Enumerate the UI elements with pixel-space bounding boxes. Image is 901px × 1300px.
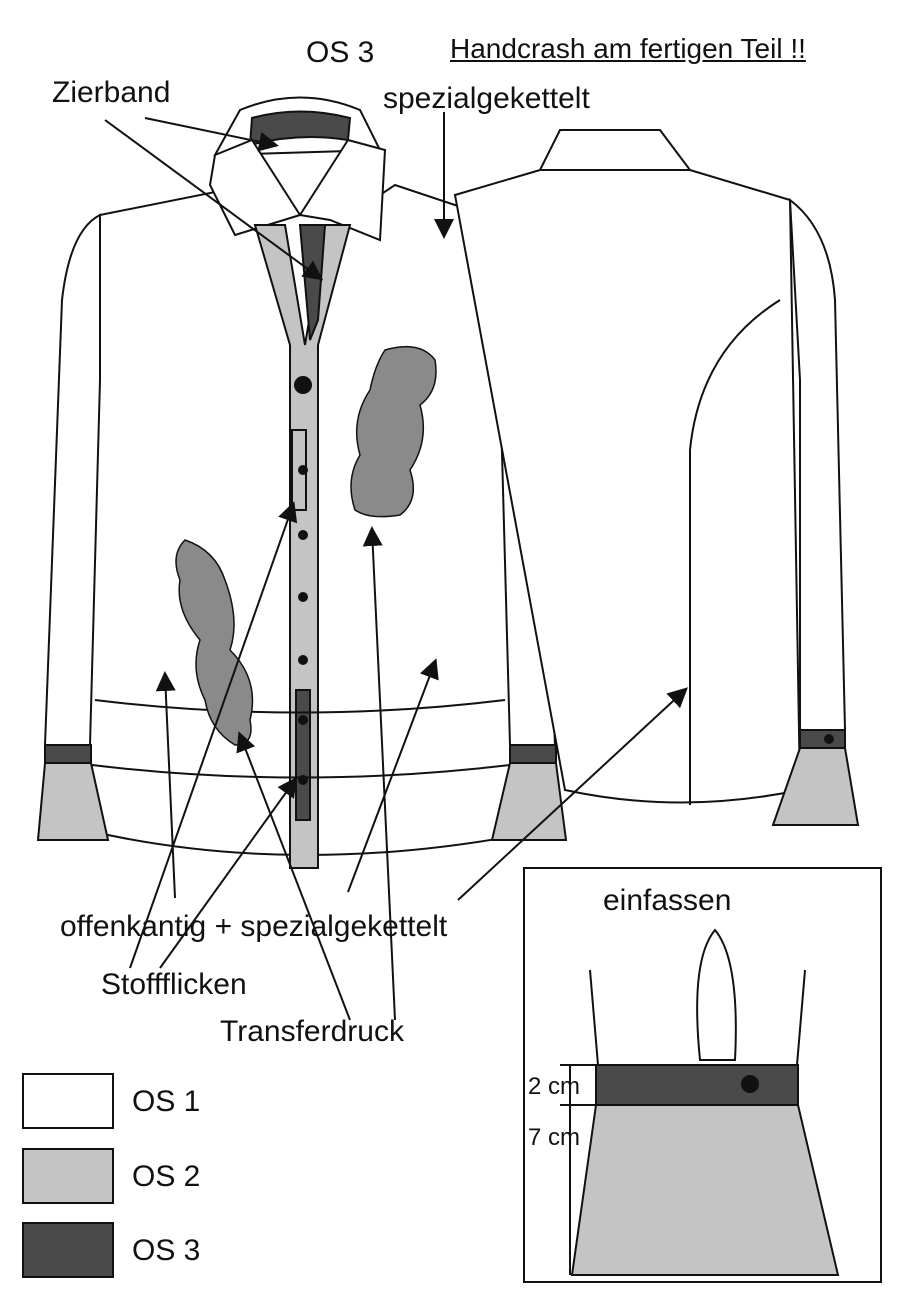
- detail-dim-cuff: 7 cm: [528, 1124, 581, 1151]
- detail-left-edge: [589, 969, 599, 1066]
- legend-swatch-os2: [22, 1148, 114, 1204]
- patch-right-chest: [350, 345, 437, 518]
- back-princess-seam: [689, 299, 781, 805]
- detail-band: [595, 1064, 799, 1106]
- arrow-stoffflicken-a: [129, 501, 298, 969]
- front-placket: [253, 224, 352, 869]
- label-stoffflicken: Stoffflicken: [101, 968, 247, 1001]
- front-button: [298, 592, 308, 602]
- detail-cuff: [570, 1104, 840, 1276]
- label-offenkantig: offenkantig + spezialgekettelt: [60, 910, 448, 943]
- front-placket-os3: [298, 224, 327, 341]
- front-top-button: [294, 376, 312, 394]
- arrow-offenkantig-c: [457, 687, 688, 901]
- arrow-offenkantig-a: [155, 671, 176, 899]
- front-button: [298, 530, 308, 540]
- front-collar-right: [298, 138, 387, 242]
- front-fabric-patches: [175, 345, 437, 746]
- detail-button: [741, 1075, 759, 1093]
- front-waist-seam: [94, 699, 506, 714]
- arrow-offenkantig-b: [347, 658, 439, 893]
- detail-right-edge: [796, 969, 806, 1066]
- front-button: [298, 655, 308, 665]
- front-button: [298, 465, 308, 475]
- detail-dim-band: 2 cm: [528, 1073, 581, 1100]
- front-right-cuff: [490, 762, 568, 841]
- detail-box: [523, 867, 882, 1283]
- label-spezialgekettelt: spezialgekettelt: [383, 82, 590, 115]
- legend-swatch-os3: [22, 1222, 114, 1278]
- legend-swatch-os1: [22, 1073, 114, 1129]
- drawing-title: Handcrash am fertigen Teil !!: [450, 33, 806, 64]
- detail-title: einfassen: [603, 884, 732, 917]
- front-right-cuff-band: [509, 744, 557, 764]
- legend-label-os2: OS 2: [132, 1160, 201, 1193]
- arrow-zierband-b: [104, 119, 324, 281]
- front-left-sleeve: [43, 213, 101, 746]
- arrow-stoffflicken-b: [159, 776, 298, 969]
- arrow-zierband-a: [144, 117, 279, 152]
- front-left-cuff-band: [44, 744, 92, 764]
- back-collar: [538, 129, 692, 171]
- back-cuff-button: [824, 734, 834, 744]
- front-placket-patch-lower: [295, 689, 311, 821]
- arrow-transferdruck-b: [362, 526, 396, 1021]
- detail-loop: [696, 928, 737, 1061]
- back-body: [453, 169, 802, 804]
- legend-label-os3: OS 3: [132, 1234, 201, 1267]
- back-jacket-view: [453, 129, 860, 826]
- legend-label-os1: OS 1: [132, 1085, 201, 1118]
- back-cuff-band: [799, 729, 846, 749]
- patch-left-hem: [175, 539, 254, 746]
- label-os3-collar: OS 3: [306, 36, 375, 69]
- label-transferdruck: Transferdruck: [220, 1015, 404, 1048]
- front-button: [298, 775, 308, 785]
- arrow-transferdruck-a: [236, 731, 351, 1021]
- front-button: [298, 715, 308, 725]
- front-left-cuff: [36, 762, 110, 841]
- callout-arrows: [104, 112, 688, 1021]
- label-zierband: Zierband: [52, 76, 171, 109]
- back-cuff: [771, 747, 860, 826]
